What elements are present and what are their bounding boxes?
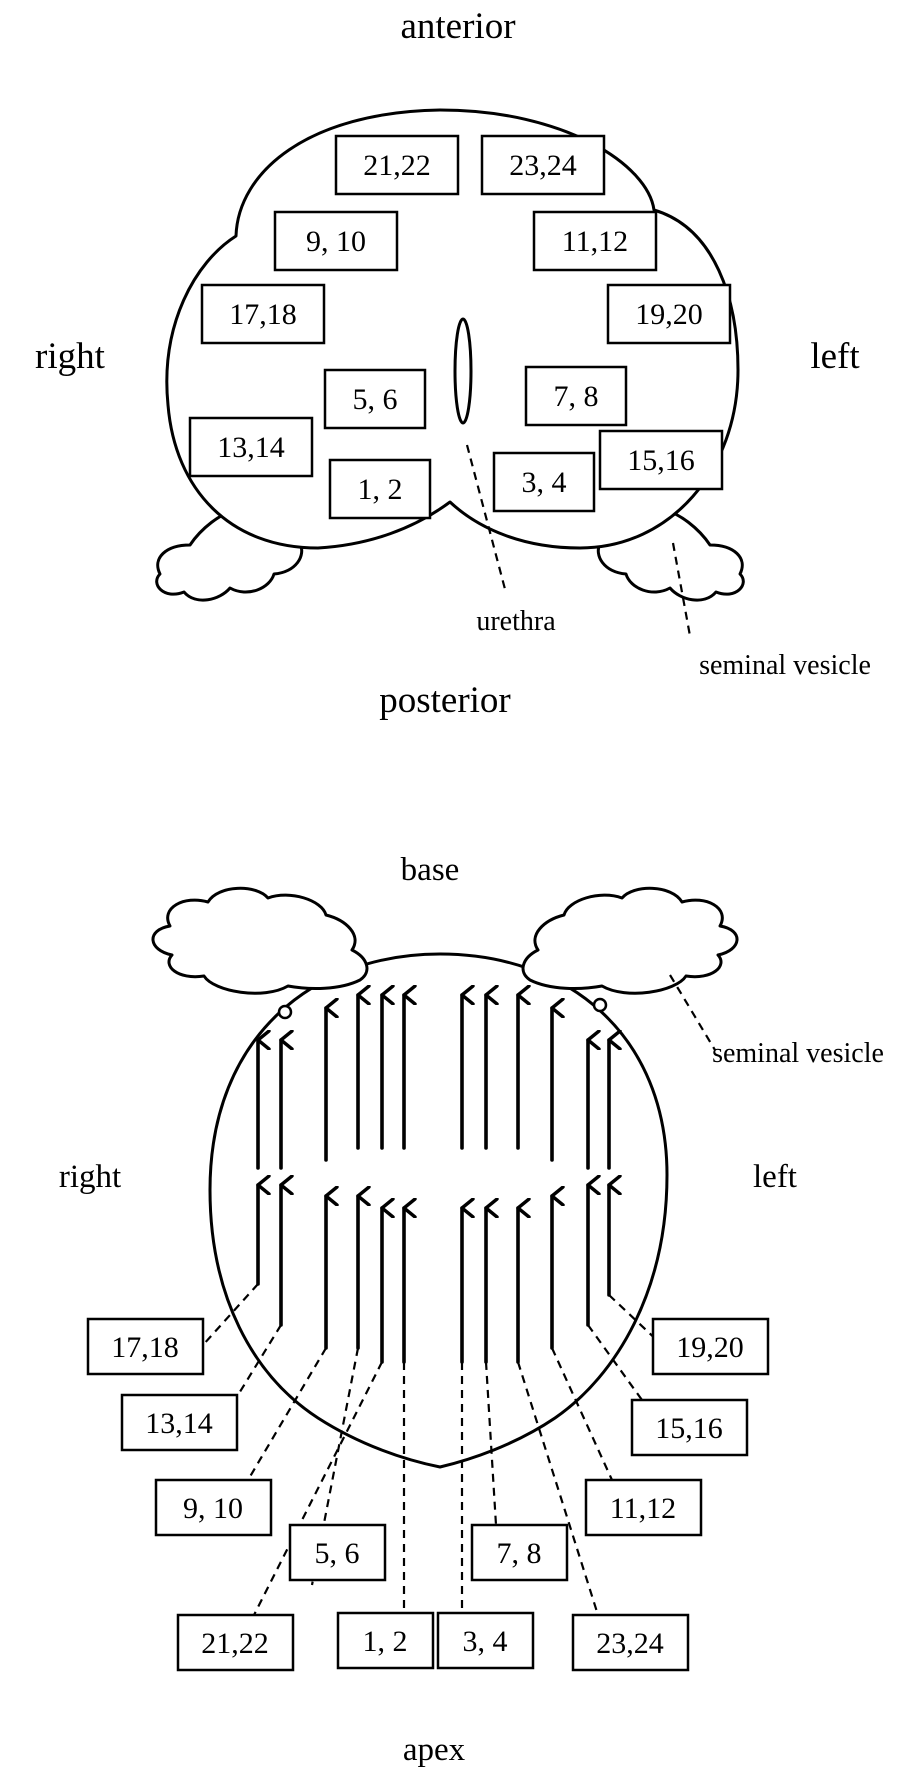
axial-core-label-5-6: 5, 6: [353, 383, 398, 416]
coronal-core-box-9-10: 9, 10: [154, 1478, 273, 1537]
urethra-shape: [453, 317, 473, 425]
seminal-vesicle-leader-coronal: [669, 974, 716, 1051]
coronal-core-box-15-16: 15,16: [630, 1398, 749, 1457]
lower-needle-row: [256, 1185, 609, 1364]
leader-11-12: [550, 1347, 614, 1481]
coronal-core-box-17-18: 17,18: [86, 1317, 205, 1376]
axial-anterior-label: anterior: [400, 6, 515, 47]
urethra-leader: [465, 444, 508, 594]
axial-right-label: right: [35, 336, 106, 377]
leader-9-10: [247, 1347, 327, 1481]
coronal-core-label-21-22: 21,22: [201, 1627, 269, 1660]
coronal-core-label-23-24: 23,24: [596, 1627, 664, 1660]
coronal-core-label-7-8: 7, 8: [497, 1537, 542, 1570]
leader-17-18: [202, 1283, 259, 1346]
axial-core-box-17-18: 17,18: [200, 283, 326, 345]
axial-core-label-13-14: 13,14: [217, 431, 285, 464]
axial-core-label-11-12: 11,12: [562, 225, 628, 258]
axial-left-label: left: [810, 336, 860, 377]
axial-core-box-5-6: 5, 6: [323, 368, 427, 430]
axial-view: 21,22 23,24 9, 10 11,12 17,18 19,20 5, 6: [35, 6, 871, 721]
axial-core-box-1-2: 1, 2: [328, 458, 432, 520]
coronal-core-box-5-6: 5, 6: [288, 1523, 387, 1582]
axial-core-box-15-16: 15,16: [598, 429, 724, 491]
coronal-apex-label: apex: [403, 1732, 466, 1768]
axial-core-box-11-12: 11,12: [532, 210, 658, 272]
coronal-core-label-3-4: 3, 4: [463, 1625, 508, 1658]
coronal-right-seminal-vesicle-shape: [151, 886, 369, 995]
coronal-seminal-vesicle-label: seminal vesicle: [712, 1038, 884, 1069]
axial-core-box-19-20: 19,20: [606, 283, 732, 345]
axial-core-box-9-10: 9, 10: [273, 210, 399, 272]
coronal-core-label-19-20: 19,20: [676, 1331, 744, 1364]
seminal-vesicle-leader-axial: [671, 542, 692, 637]
coronal-core-label-17-18: 17,18: [111, 1331, 179, 1364]
coronal-leaders: [202, 1283, 663, 1616]
axial-core-box-3-4: 3, 4: [492, 451, 596, 513]
axial-posterior-label: posterior: [379, 680, 511, 721]
coronal-core-label-5-6: 5, 6: [315, 1537, 360, 1570]
coronal-core-box-19-20: 19,20: [651, 1317, 770, 1376]
axial-seminal-vesicle-label: seminal vesicle: [699, 650, 871, 681]
leader-23-24: [516, 1361, 600, 1616]
leader-21-22: [253, 1361, 383, 1616]
coronal-core-box-13-14: 13,14: [120, 1393, 239, 1452]
coronal-core-label-15-16: 15,16: [655, 1412, 723, 1445]
axial-core-label-21-22: 21,22: [363, 149, 431, 182]
leader-15-16: [587, 1324, 643, 1401]
axial-core-label-7-8: 7, 8: [554, 380, 599, 413]
axial-core-label-1-2: 1, 2: [358, 473, 403, 506]
coronal-view: 17,18 13,14 9, 10 5, 6 21,22 1, 2 3, 4: [59, 852, 884, 1768]
axial-core-label-15-16: 15,16: [627, 444, 695, 477]
coronal-prostate-outline: [208, 952, 669, 1469]
coronal-right-label: right: [59, 1159, 121, 1195]
coronal-core-label-11-12: 11,12: [610, 1492, 676, 1525]
coronal-core-box-1-2: 1, 2: [336, 1611, 435, 1670]
coronal-core-box-3-4: 3, 4: [436, 1611, 535, 1670]
coronal-left-label: left: [753, 1159, 797, 1195]
axial-core-label-23-24: 23,24: [509, 149, 577, 182]
coronal-core-box-7-8: 7, 8: [470, 1523, 569, 1582]
axial-core-label-9-10: 9, 10: [306, 225, 366, 258]
coronal-left-seminal-vesicle-shape: [521, 886, 739, 995]
left-vesicle-duct-mark: [592, 997, 608, 1013]
axial-core-label-3-4: 3, 4: [522, 466, 567, 499]
axial-core-box-13-14: 13,14: [188, 416, 314, 478]
axial-core-label-19-20: 19,20: [635, 298, 703, 331]
coronal-base-label: base: [401, 852, 460, 888]
coronal-core-box-21-22: 21,22: [176, 1613, 295, 1672]
axial-core-box-7-8: 7, 8: [524, 365, 628, 427]
urethra-label: urethra: [476, 606, 556, 637]
coronal-core-label-9-10: 9, 10: [183, 1492, 243, 1525]
upper-needle-row: [256, 995, 609, 1170]
axial-core-box-21-22: 21,22: [334, 134, 460, 196]
axial-core-box-23-24: 23,24: [480, 134, 606, 196]
leader-7-8: [484, 1361, 498, 1526]
coronal-core-label-1-2: 1, 2: [363, 1625, 408, 1658]
coronal-core-box-11-12: 11,12: [584, 1478, 703, 1537]
right-vesicle-duct-mark: [277, 1004, 293, 1020]
coronal-core-box-23-24: 23,24: [571, 1613, 690, 1672]
coronal-core-label-13-14: 13,14: [145, 1407, 213, 1440]
axial-core-label-17-18: 17,18: [229, 298, 297, 331]
